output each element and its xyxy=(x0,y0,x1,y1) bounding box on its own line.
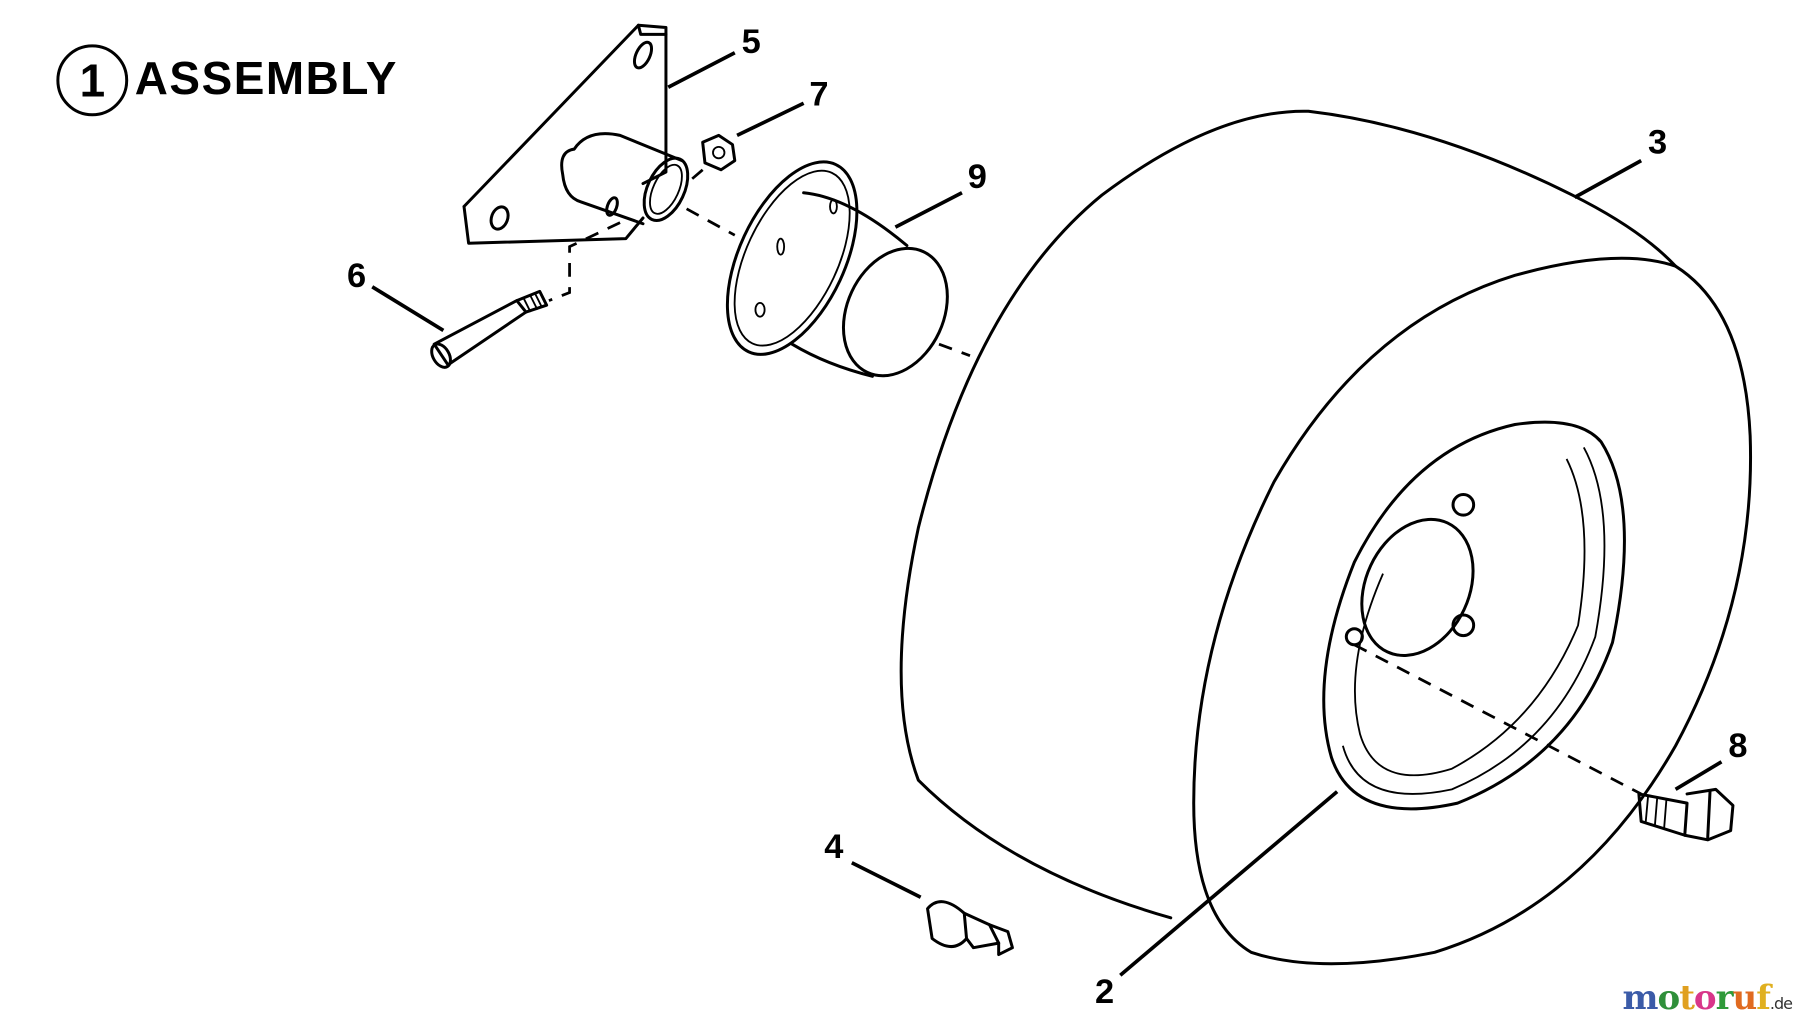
part-7-nut xyxy=(701,133,737,172)
callout-numbers: 5 7 9 3 6 8 4 2 xyxy=(347,23,1748,1011)
callout-9: 9 xyxy=(968,158,987,196)
part-6-pin xyxy=(430,289,549,369)
title-circle xyxy=(56,44,129,117)
watermark-letter: u xyxy=(1732,978,1758,1018)
callout-4: 4 xyxy=(824,828,843,866)
watermark-letter: o xyxy=(1693,978,1717,1018)
watermark-letter: r xyxy=(1715,978,1734,1018)
callout-3: 3 xyxy=(1648,124,1667,162)
part-2-rim xyxy=(1322,420,1626,811)
callout-5: 5 xyxy=(742,23,761,61)
part-8-bolt xyxy=(1637,787,1735,842)
leader-lines xyxy=(371,51,1723,977)
callout-8: 8 xyxy=(1728,727,1747,765)
callout-7: 7 xyxy=(809,76,828,114)
assembly-title: 1 ASSEMBLY xyxy=(56,44,397,117)
callout-6: 6 xyxy=(347,257,366,295)
callout-2: 2 xyxy=(1095,973,1114,1011)
assembly-lines xyxy=(548,168,1642,796)
title-label: ASSEMBLY xyxy=(135,52,397,104)
part-5-bracket xyxy=(462,23,690,245)
motoruf-watermark-logo: motoruf.de xyxy=(1622,978,1793,1018)
watermark-letter: m xyxy=(1622,978,1659,1018)
watermark-letter: o xyxy=(1657,978,1681,1018)
watermark-letter: f xyxy=(1756,978,1771,1018)
title-number: 1 xyxy=(80,54,106,106)
watermark-letter: t xyxy=(1679,978,1695,1018)
part-9-cap xyxy=(725,160,949,378)
watermark-domain: .de xyxy=(1769,994,1793,1013)
part-4-valve-stem xyxy=(926,900,1014,957)
part-3-tire xyxy=(899,109,1753,966)
